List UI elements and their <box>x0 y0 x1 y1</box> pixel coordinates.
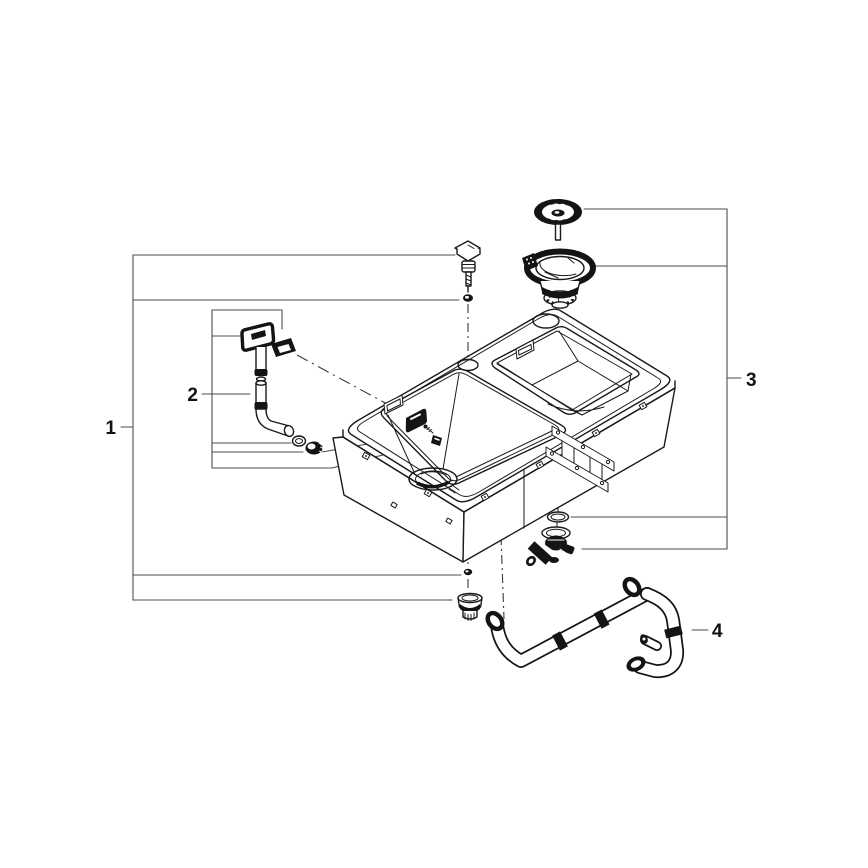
sink-body <box>332 308 676 563</box>
overflow-oring <box>291 435 307 447</box>
sink-deck <box>347 308 671 503</box>
overflow-centerline <box>296 354 388 405</box>
part-drain-valve <box>526 526 575 567</box>
callout-4-label: 4 <box>712 621 723 642</box>
overflow-tube <box>254 346 295 438</box>
part-drain-screw <box>463 568 473 576</box>
rim-clips <box>361 401 648 525</box>
pipe-collar-3 <box>664 625 683 639</box>
part-knob-nut <box>463 294 473 302</box>
sink-deck-inner-line <box>356 314 662 497</box>
part-drain-fitting <box>457 592 483 621</box>
overflow-escutcheon <box>240 322 276 352</box>
pipe-nut-left <box>485 610 505 632</box>
part-basket-strainer <box>534 199 582 241</box>
mounting-brackets <box>545 425 615 493</box>
part-oring-small-bowl <box>546 511 570 523</box>
part-strainer-housing <box>522 248 596 309</box>
pipe-nut-end <box>626 656 646 672</box>
overflow-cover-plate <box>405 408 428 433</box>
sink-deck-edge-drop <box>342 380 676 513</box>
overflow-nut <box>305 441 324 455</box>
part-control-knob <box>454 240 481 293</box>
large-bowl <box>380 368 567 494</box>
faucet-hole <box>532 313 560 329</box>
trap-centerline <box>500 535 505 620</box>
callout-1-label: 1 <box>105 418 116 439</box>
callout-3-label: 3 <box>746 370 757 391</box>
callout-bracket-3 <box>570 208 742 550</box>
knob-hole <box>457 358 479 372</box>
small-bowl <box>491 326 640 416</box>
callout-bracket-1 <box>120 254 462 601</box>
part-overflow-assembly <box>240 322 324 455</box>
part-trap-pipe-assembly <box>485 576 685 679</box>
overflow-clip <box>431 435 442 446</box>
pipe-nut-top <box>622 576 642 598</box>
callout-2-label: 2 <box>187 385 198 406</box>
pipe-collar-1 <box>552 631 568 651</box>
overflow-gasket <box>271 338 296 357</box>
pipe-collar-2 <box>593 609 610 629</box>
